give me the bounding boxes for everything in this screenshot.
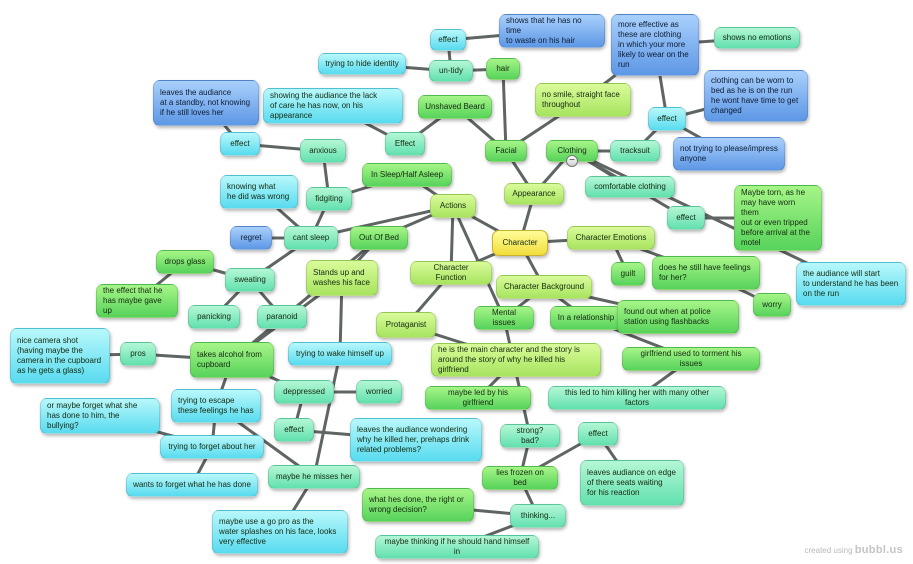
collapse-toggle-icon[interactable]: − [566, 155, 578, 167]
node-leaves-standby[interactable]: leaves the audiance at a standby, not kn… [153, 80, 259, 126]
node-understand[interactable]: the audiance will start to understand he… [796, 262, 906, 306]
brand-logo: bubbl.us [854, 544, 903, 556]
edge-facial-hair [501, 67, 508, 153]
node-character[interactable]: Character [492, 230, 548, 256]
node-appearance[interactable]: Appearance [504, 183, 564, 205]
node-girlfriend-torment[interactable]: girlfriend used to torment his issues [622, 347, 760, 371]
node-police[interactable]: found out when at police station using f… [617, 300, 739, 334]
node-effect-frozen[interactable]: effect [578, 422, 618, 446]
node-depressed[interactable]: deppressed [274, 380, 334, 404]
node-knowing[interactable]: knowing what he did was wrong [220, 175, 298, 209]
node-sleep[interactable]: In Sleep/Half Asleep [362, 163, 452, 187]
node-paranoid[interactable]: paranoid [257, 305, 307, 329]
node-hide-identity[interactable]: trying to hide identity [318, 53, 406, 75]
node-effect-dep[interactable]: effect [274, 418, 314, 442]
credit-footer: created using bubbl.us [805, 544, 904, 556]
node-char-emotions[interactable]: Character Emotions [567, 226, 655, 250]
node-stands-up[interactable]: Stands up and washes his face [306, 260, 378, 296]
node-effect-torn[interactable]: effect [667, 206, 705, 230]
node-guilt[interactable]: guilt [611, 262, 645, 286]
node-char-background[interactable]: Character Background [496, 275, 592, 299]
node-protaganist[interactable]: Protaganist [376, 312, 436, 338]
edge-mental-strong_bad [502, 316, 532, 438]
node-more-effective[interactable]: more effective as these are clothing in … [611, 14, 699, 76]
node-main-char[interactable]: he is the main character and the story i… [431, 343, 601, 377]
node-relationship[interactable]: In a relationship [550, 306, 622, 330]
node-effect-beard[interactable]: Effect [385, 132, 425, 156]
node-no-emotions[interactable]: shows no emotions [714, 27, 800, 49]
node-mental[interactable]: Mental issues [474, 306, 534, 330]
node-killing-her[interactable]: this led to him killing her with many ot… [548, 386, 726, 410]
node-audiance-wondering[interactable]: leaves the audiance wondering why he kil… [350, 418, 482, 462]
node-pros[interactable]: pros [120, 342, 156, 366]
node-alcohol[interactable]: takes alcohol from cupboard [190, 342, 274, 378]
node-untidy[interactable]: un-tidy [429, 60, 473, 82]
node-no-smile[interactable]: no smile, straight face throughout [535, 83, 631, 117]
node-escape[interactable]: trying to escape these feelings he has [171, 389, 261, 423]
node-still-feelings[interactable]: does he still have feelings for her? [652, 256, 760, 290]
node-actions[interactable]: Actions [430, 194, 476, 218]
node-nice-camera[interactable]: nice camera shot (having maybe the camer… [10, 328, 110, 384]
node-worried[interactable]: worried [356, 380, 402, 404]
node-char-function[interactable]: Character Function [410, 261, 492, 285]
node-anxious[interactable]: anxious [300, 139, 346, 163]
node-frozen[interactable]: lies frozen on bed [482, 466, 558, 490]
node-thinking[interactable]: thinking... [510, 504, 566, 528]
node-effect-anx[interactable]: effect [220, 132, 260, 156]
node-facial[interactable]: Facial [485, 140, 527, 162]
node-panicking[interactable]: panicking [188, 305, 240, 329]
node-strong-bad[interactable]: strong? bad? [500, 424, 560, 448]
node-hair[interactable]: hair [486, 58, 520, 80]
node-unshaved[interactable]: Unshaved Beard [418, 95, 492, 119]
node-outofbed[interactable]: Out Of Bed [350, 226, 408, 250]
node-wake-himself[interactable]: trying to wake himself up [288, 342, 392, 366]
node-showing-lack[interactable]: showing the audiance the lack of care he… [263, 88, 403, 124]
node-fidgiting[interactable]: fidgiting [306, 187, 352, 211]
node-misses-her[interactable]: maybe he misses her [268, 465, 360, 489]
node-edge-seats[interactable]: leaves audiance on edge of there seats w… [580, 460, 684, 506]
node-clothing-bed[interactable]: clothing can be worn to bed as he is on … [704, 70, 808, 122]
node-right-wrong[interactable]: what hes done, the right or wrong decisi… [362, 488, 474, 522]
node-worry[interactable]: worry [753, 293, 791, 317]
node-wants-forget[interactable]: wants to forget what he has done [126, 473, 258, 497]
node-gave-up[interactable]: the effect that he has maybe gave up [96, 284, 178, 318]
node-gopro[interactable]: maybe use a go pro as the water splashes… [212, 510, 348, 554]
node-drops-glass[interactable]: drops glass [156, 250, 214, 274]
credit-prefix: created using [804, 546, 853, 555]
node-no-time[interactable]: shows that he has no time to waste on hi… [499, 14, 605, 48]
edge-wake_himself-misses_her [312, 352, 342, 479]
edge-outofbed-alcohol [230, 236, 381, 362]
node-cant-sleep[interactable]: cant sleep [284, 226, 338, 250]
node-led-by[interactable]: maybe led by his girlfriend [425, 386, 531, 410]
node-sweating[interactable]: sweating [225, 268, 275, 292]
node-hand-himself[interactable]: maybe thinking if he should hand himself… [375, 535, 539, 559]
node-torn[interactable]: Maybe torn, as he may have worn them out… [734, 185, 822, 251]
node-forget-her[interactable]: trying to forget about her [160, 435, 264, 459]
node-effect-cloth[interactable]: effect [648, 107, 686, 131]
node-not-trying[interactable]: not trying to please/impress anyone [673, 137, 785, 171]
node-forget-done[interactable]: or maybe forget what she has done to him… [40, 398, 160, 434]
node-tracksuit[interactable]: tracksuit [610, 140, 660, 162]
node-effect-top[interactable]: effect [430, 29, 466, 51]
node-regret[interactable]: regret [230, 226, 272, 250]
node-comfortable[interactable]: comfortable clothing [585, 176, 675, 198]
